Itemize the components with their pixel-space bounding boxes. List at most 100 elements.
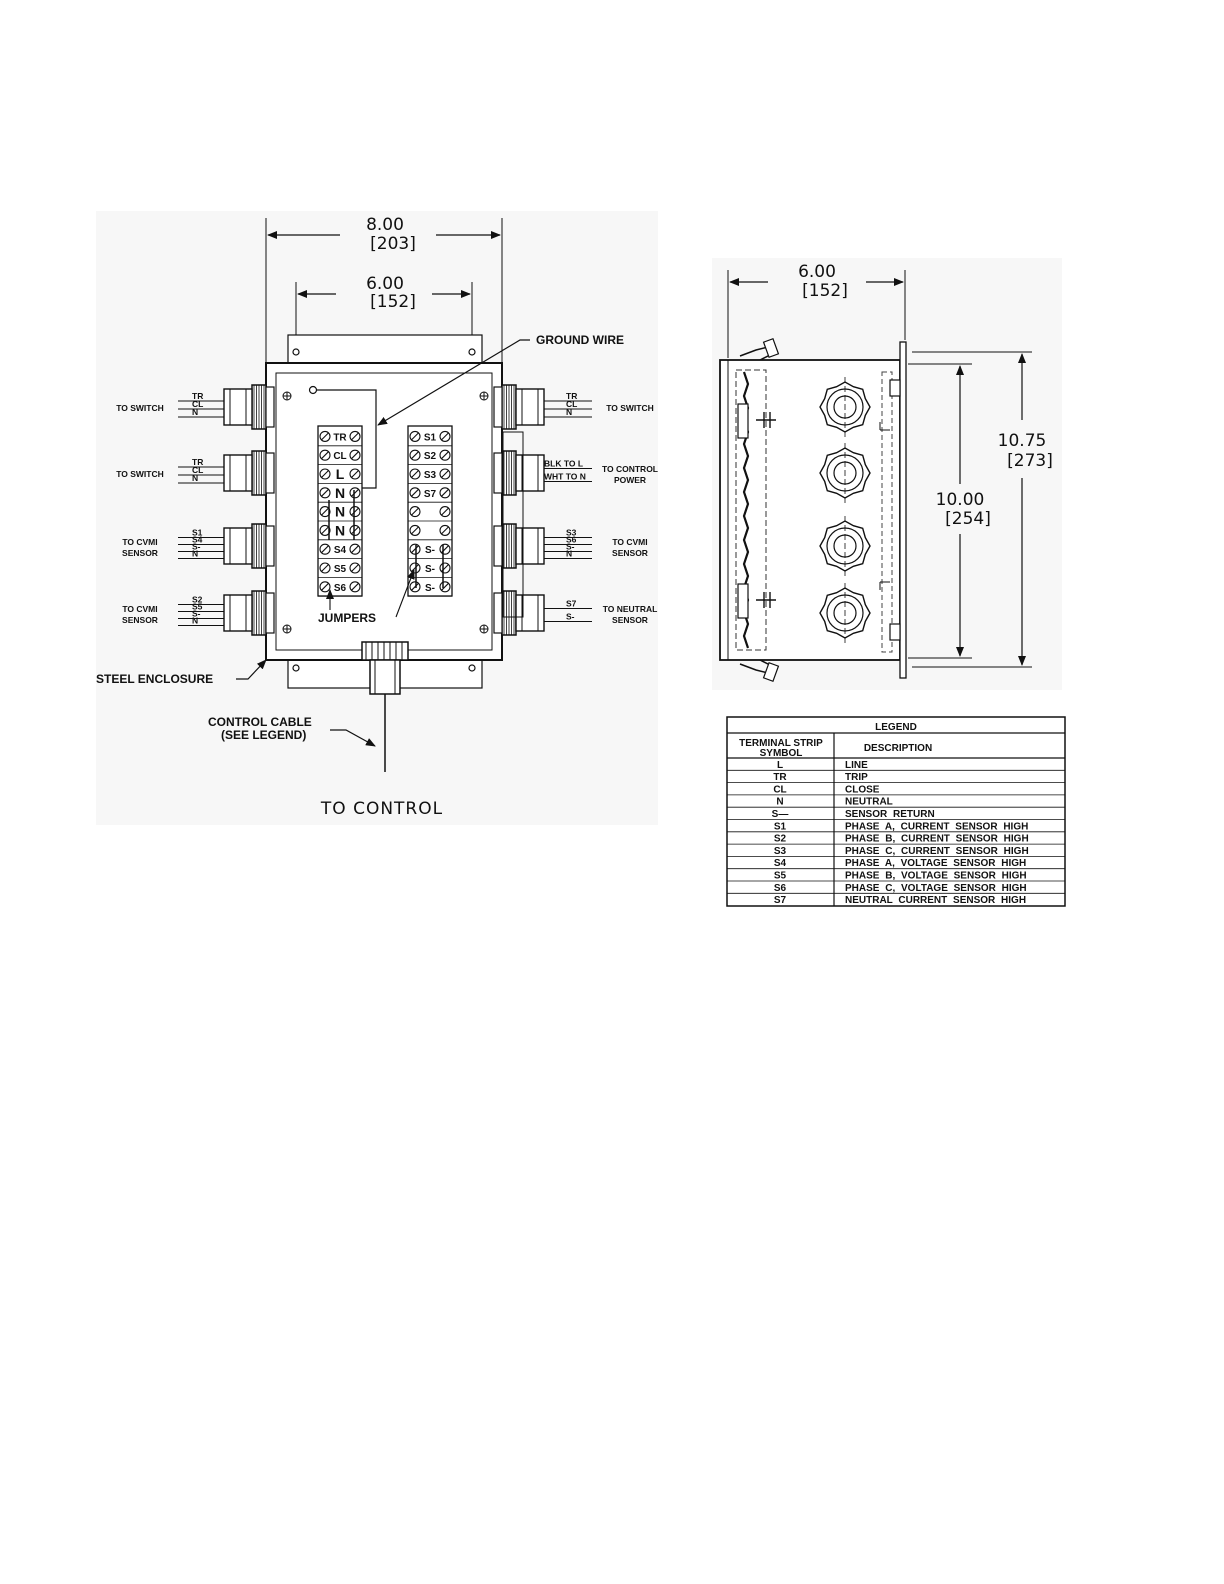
control-cable-label-1: CONTROL CABLE (208, 715, 312, 729)
terminal-label: S1 (424, 432, 437, 443)
terminal-label: S- (425, 564, 435, 575)
legend-description: PHASE C, VOLTAGE SENSOR HIGH (845, 883, 1027, 894)
wire-label: BLK TO L (544, 459, 583, 469)
wire: S2 (178, 595, 224, 605)
wire: WHT TO N (544, 472, 592, 482)
terminal-label: S4 (334, 545, 347, 556)
terminal-label: S- (425, 545, 435, 556)
legend-description: NEUTRAL CURRENT SENSOR HIGH (845, 895, 1026, 906)
wire: N (178, 407, 224, 418)
connection-label: SENSOR (612, 615, 648, 625)
dimension-mount-width: 6.00 [152] (295, 274, 473, 336)
ground-wire-label: GROUND WIRE (536, 333, 624, 347)
gland-nut-icon (819, 377, 871, 437)
legend-symbol: S4 (774, 858, 787, 869)
gland-nut-icon (819, 516, 871, 576)
wire: N (544, 407, 592, 418)
cable-gland-icon (493, 384, 545, 430)
terminal-row (408, 506, 452, 522)
ground-wire (317, 389, 377, 489)
wire: S- (544, 612, 592, 622)
terminal-row: S5 (318, 562, 362, 578)
terminal-row: L (318, 466, 362, 484)
terminal-row: S- (408, 581, 452, 597)
legend-description: TRIP (845, 772, 868, 783)
connection-label: TO SWITCH (116, 403, 164, 413)
legend-table: LEGEND TERMINAL STRIP SYMBOL DESCRIPTION… (726, 716, 1066, 907)
terminal-row: S2 (408, 449, 452, 466)
dim-height-inner-metric: [254] (945, 509, 991, 529)
wire: S- (544, 542, 592, 552)
wire-label: N (192, 407, 198, 417)
legend-symbol: TR (773, 772, 787, 783)
dim-depth-value: 6.00 (798, 262, 836, 282)
legend-row: TR TRIP (727, 769, 1065, 783)
terminal-row: S4 (318, 543, 362, 559)
cable-gland-icon (493, 590, 545, 636)
bottom-latch (739, 659, 780, 682)
wire-label: S- (192, 609, 201, 619)
connection-label: TO CVMI (122, 537, 157, 547)
cable-gland-icon (223, 590, 275, 636)
connection-label: TO CVMI (122, 604, 157, 614)
gland-nut-icon (819, 443, 871, 503)
terminal-label: S- (425, 583, 435, 594)
wire: CL (178, 465, 224, 476)
wire-label: TR (192, 391, 203, 401)
wire: S7 (544, 599, 592, 609)
connection-label: TO SWITCH (606, 403, 654, 413)
legend-description: PHASE A, VOLTAGE SENSOR HIGH (845, 858, 1026, 869)
terminal-label: S2 (424, 451, 437, 462)
legend-symbol: N (776, 797, 783, 808)
top-latch (739, 338, 780, 361)
legend-description: PHASE B, VOLTAGE SENSOR HIGH (845, 871, 1027, 882)
connection-label: TO CONTROL (602, 464, 658, 474)
wire-label: S- (192, 542, 201, 552)
terminal-row: CL (318, 449, 362, 466)
terminal-label: CL (333, 451, 346, 462)
terminal-label: S3 (424, 470, 437, 481)
connection-label: SENSOR (122, 548, 158, 558)
wire: S4 (178, 535, 224, 545)
ground-wire-callout: GROUND WIRE (377, 333, 624, 426)
wire-label: S2 (192, 595, 203, 605)
terminal-label: S5 (334, 564, 347, 575)
legend-title: LEGEND (875, 722, 917, 733)
wire: N (178, 616, 224, 626)
control-cable-label-2: (SEE LEGEND) (221, 728, 306, 742)
terminal-label: S7 (424, 489, 437, 500)
cable-gland-icon (223, 450, 275, 496)
legend-symbol: S1 (774, 821, 787, 832)
connection-label: TO SWITCH (116, 469, 164, 479)
terminal-row: S3 (408, 468, 452, 484)
side-cable-glands (819, 377, 871, 643)
legend-col-symbol-2: SYMBOL (760, 748, 803, 759)
wire-label: WHT TO N (544, 472, 586, 482)
control-power-bracket (502, 431, 524, 618)
dim-overall-metric: [203] (370, 234, 416, 254)
legend-description: PHASE B, CURRENT SENSOR HIGH (845, 834, 1029, 845)
terminal-label: N (335, 485, 345, 501)
connection-label: TO CVMI (612, 537, 647, 547)
terminal-label: L (336, 466, 345, 482)
dim-height-inner-value: 10.00 (936, 490, 985, 510)
ground-terminal (308, 385, 318, 395)
wire-label: S1 (192, 528, 203, 538)
flange-screws (879, 379, 901, 641)
side-view: 6.00 [152] (719, 262, 1053, 682)
terminal-label: N (335, 504, 345, 520)
wire-label: TR (566, 391, 577, 401)
wire: S- (178, 609, 224, 619)
